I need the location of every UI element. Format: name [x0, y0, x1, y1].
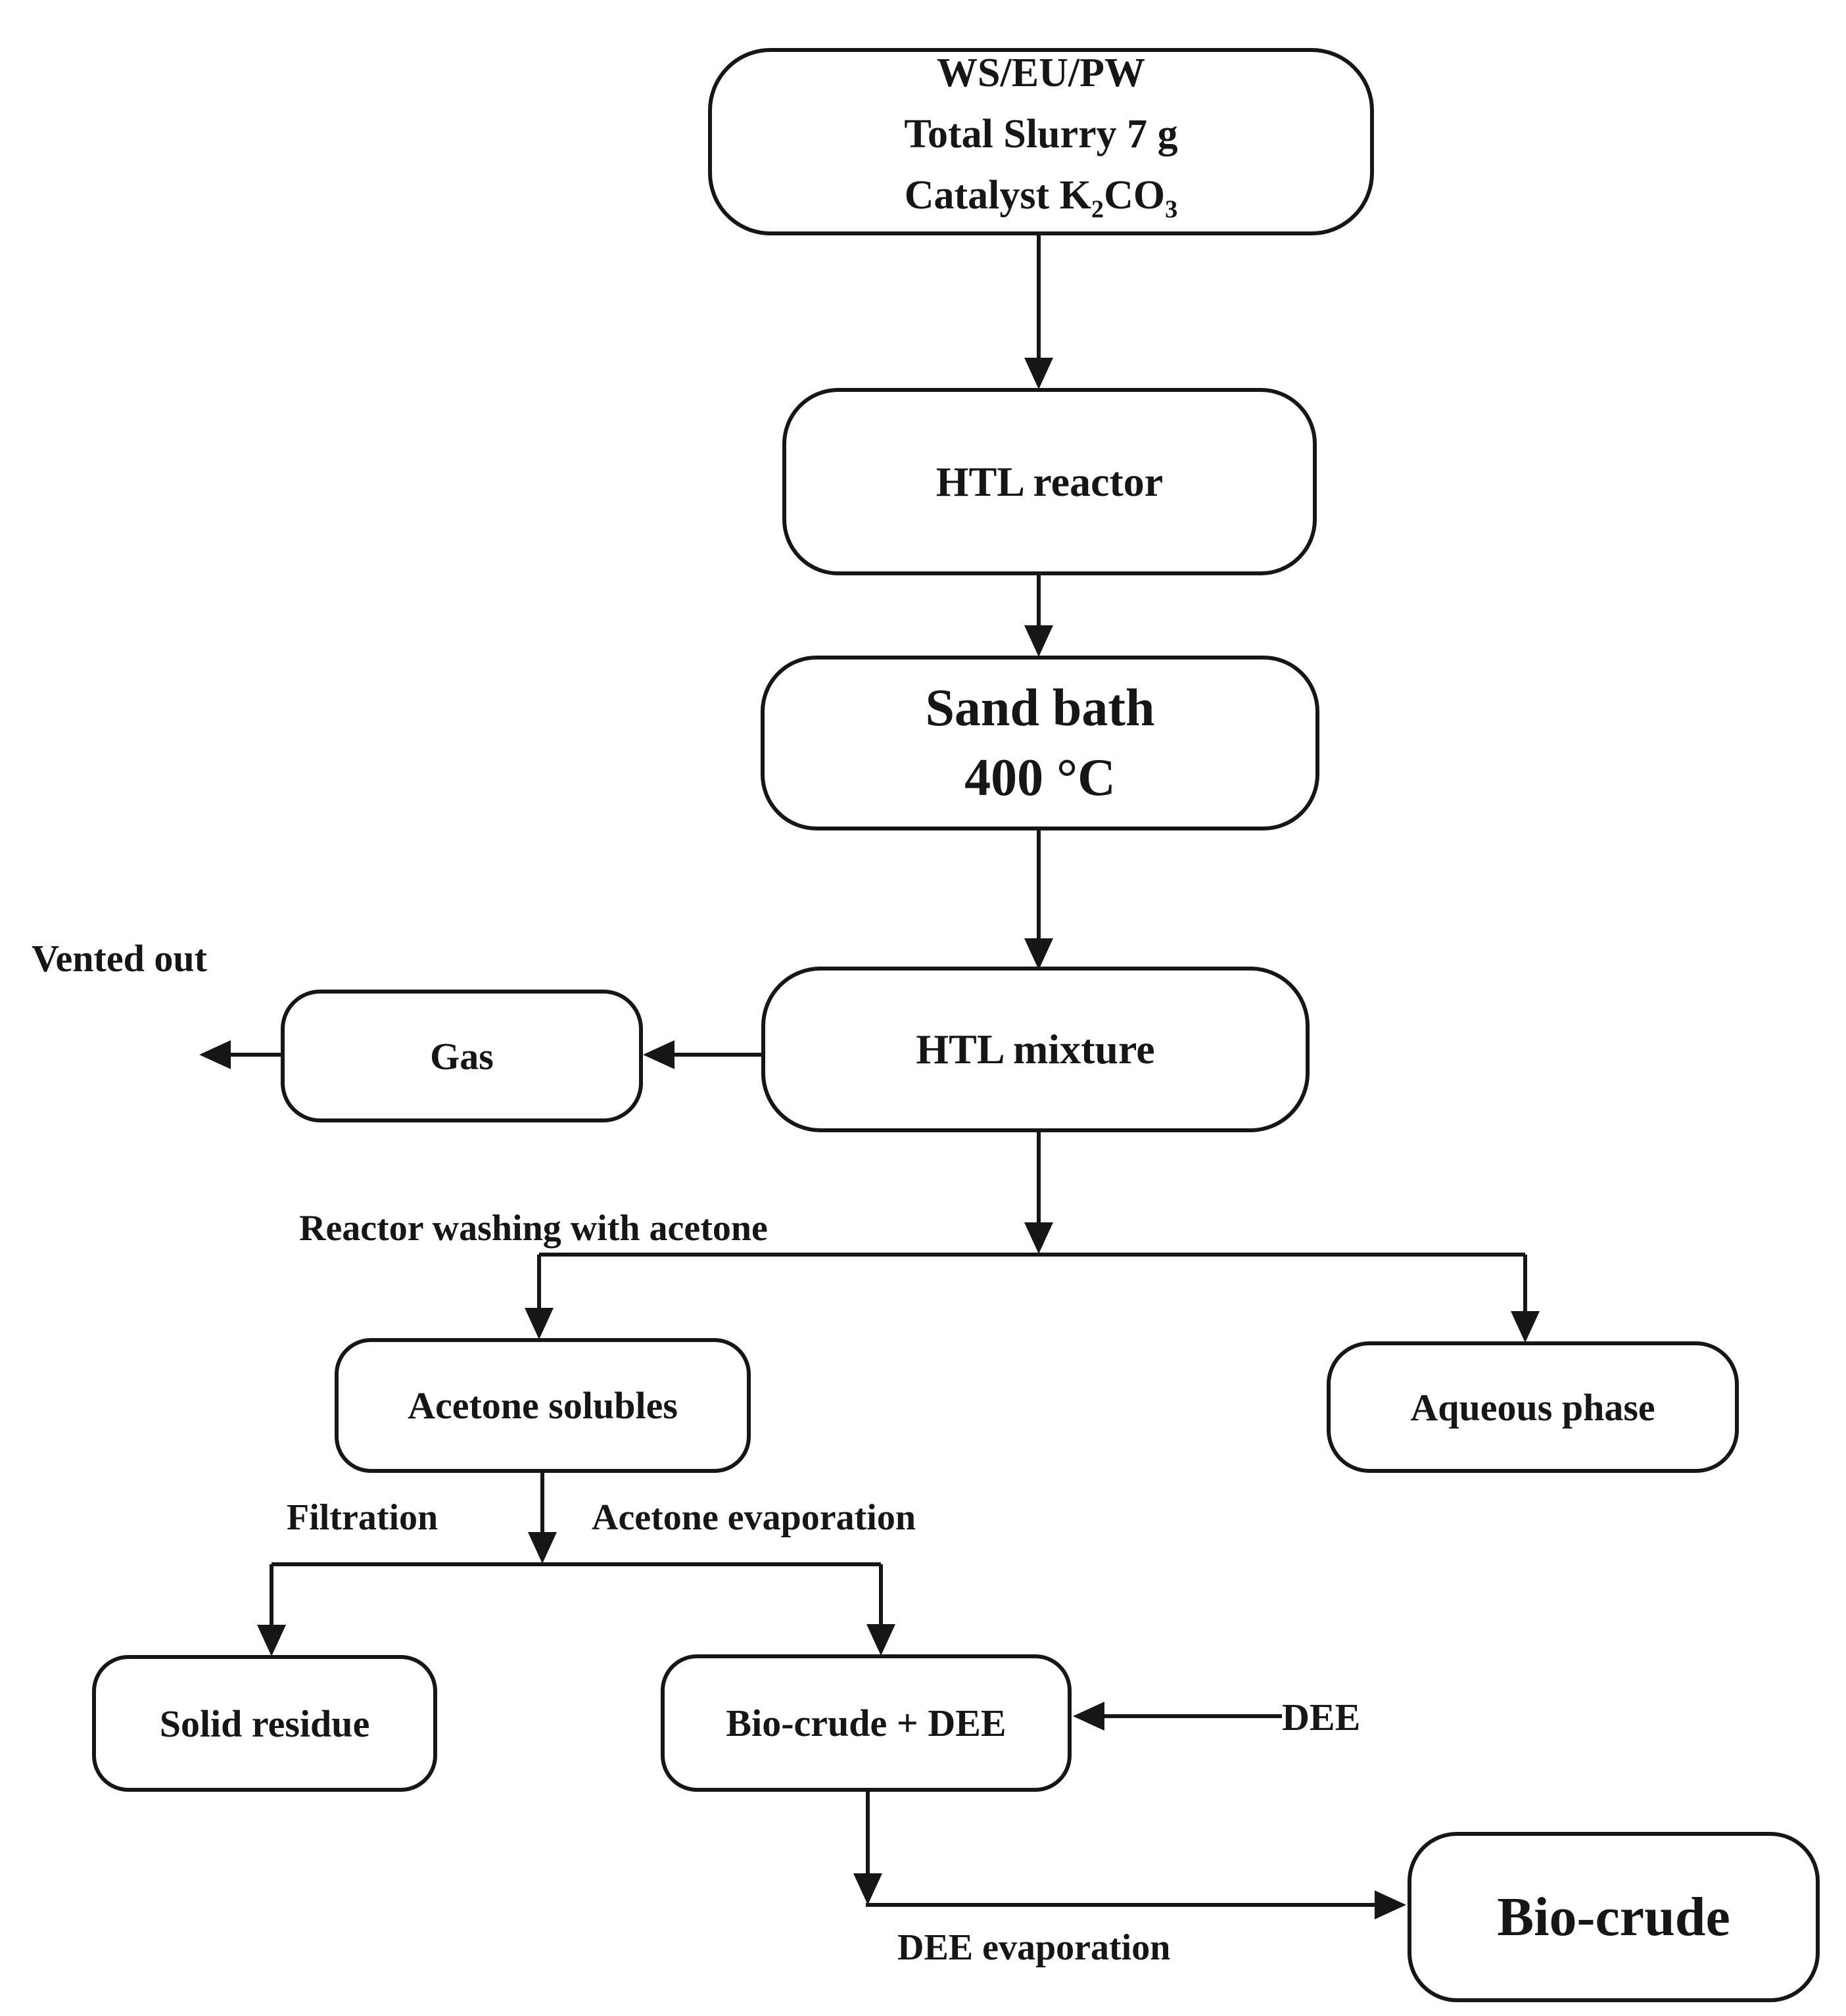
arrowhead-down-icon: [1024, 358, 1053, 389]
arrowhead-down-icon: [525, 1308, 554, 1339]
branch2-left-drop-line: [270, 1564, 273, 1625]
arrow-feedstock-to-reactor-line: [1037, 235, 1041, 359]
arrowhead-down-icon: [257, 1625, 286, 1656]
node-solid-residue: Solid residue: [92, 1655, 437, 1792]
branch1-horizontal-line: [539, 1253, 1525, 1257]
biocrude-label: Bio-crude: [1497, 1886, 1730, 1948]
arrowhead-down-icon: [1024, 625, 1053, 657]
arrowhead-down-icon: [1024, 938, 1053, 970]
arrowhead-left-icon: [199, 1040, 231, 1069]
arrowhead-down-icon: [1511, 1311, 1540, 1343]
sand-bath-line2: 400 °C: [964, 749, 1116, 807]
arrowhead-left-icon: [643, 1040, 674, 1069]
arrow-mixture-to-gas-line: [672, 1053, 761, 1057]
branch1-right-drop-line: [1523, 1255, 1527, 1311]
acetone-solubles-label: Acetone solubles: [408, 1384, 678, 1427]
label-reactor-washing: Reactor washing with acetone: [299, 1208, 768, 1249]
arrow-biocrude-dee-down-line: [866, 1792, 870, 1873]
node-biocrude: Bio-crude: [1408, 1832, 1820, 2002]
node-aqueous-phase: Aqueous phase: [1327, 1341, 1739, 1473]
arrowhead-down-icon: [528, 1532, 557, 1564]
arrowhead-right-icon: [1375, 1890, 1406, 1919]
node-acetone-solubles: Acetone solubles: [335, 1338, 751, 1473]
htl-reactor-label: HTL reactor: [935, 458, 1164, 505]
node-sand-bath: Sand bath 400 °C: [761, 656, 1319, 830]
sand-bath-line1: Sand bath: [925, 679, 1155, 737]
node-gas: Gas: [281, 990, 643, 1122]
arrow-solubles-to-branch-line: [540, 1473, 544, 1532]
arrowhead-down-icon: [1024, 1222, 1053, 1254]
label-filtration: Filtration: [287, 1497, 438, 1538]
feedstock-line2: Total Slurry 7 g: [904, 112, 1178, 157]
branch1-left-drop-line: [537, 1255, 541, 1308]
feedstock-catalyst-line: Catalyst K2CO3: [904, 173, 1178, 224]
arrowhead-down-icon: [866, 1624, 895, 1656]
arrowhead-left-icon: [1073, 1702, 1104, 1731]
feedstock-line1: WS/EU/PW: [937, 51, 1145, 96]
node-feedstock: WS/EU/PW Total Slurry 7 g Catalyst K2CO3: [708, 48, 1374, 235]
htl-mixture-label: HTL mixture: [916, 1026, 1155, 1072]
node-biocrude-dee: Bio-crude + DEE: [661, 1654, 1072, 1792]
arrowhead-down-icon: [853, 1873, 882, 1905]
arrow-mixture-to-branch-line: [1037, 1132, 1041, 1222]
node-htl-mixture: HTL mixture: [761, 967, 1310, 1132]
label-dee-evaporation: DEE evaporation: [897, 1927, 1171, 1968]
arrow-to-biocrude-line: [866, 1903, 1375, 1907]
gas-label: Gas: [430, 1034, 494, 1078]
branch2-right-drop-line: [879, 1564, 883, 1624]
aqueous-phase-label: Aqueous phase: [1410, 1385, 1655, 1429]
label-vented-out: Vented out: [32, 937, 207, 980]
solid-residue-label: Solid residue: [159, 1702, 370, 1745]
node-htl-reactor: HTL reactor: [782, 388, 1317, 575]
label-acetone-evaporation: Acetone evaporation: [592, 1497, 916, 1538]
arrow-reactor-to-sandbath-line: [1037, 575, 1041, 627]
arrow-gas-vent-line: [228, 1053, 281, 1057]
arrow-sandbath-to-mixture-line: [1037, 830, 1041, 938]
branch2-horizontal-line: [272, 1562, 881, 1566]
arrow-dee-to-biocrude-dee-line: [1100, 1714, 1282, 1718]
label-dee: DEE: [1282, 1696, 1361, 1739]
biocrude-dee-label: Bio-crude + DEE: [726, 1702, 1006, 1744]
